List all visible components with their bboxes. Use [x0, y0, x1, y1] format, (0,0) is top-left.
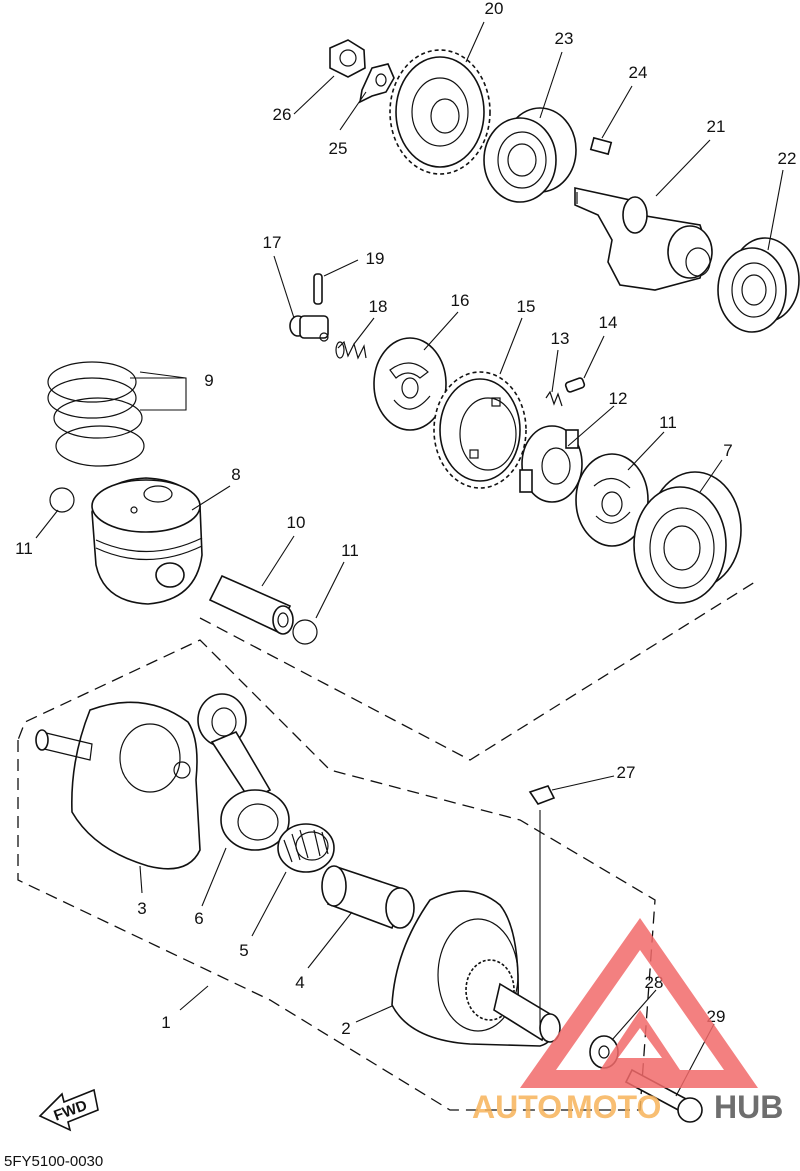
watermark-auto: AUTO: [472, 1089, 562, 1125]
automotohub-watermark: AUTO MOTO HUB: [472, 918, 783, 1125]
part-26-lock-washer: [358, 63, 395, 104]
part-16-balancer-gear: [433, 371, 527, 489]
callout-21: 20: [485, 0, 504, 18]
part-6-connecting-rod: [197, 693, 290, 851]
callout-16: 15: [517, 297, 536, 316]
callout-27: 26: [273, 105, 292, 124]
fwd-arrow-icon: FWD: [38, 1088, 99, 1132]
callout-14: 13: [551, 329, 570, 348]
assembly-boundary-crankshaft: [17, 639, 656, 1111]
part-8-piston: [91, 477, 203, 605]
part-28-woodruff-key: [528, 785, 556, 805]
part-20-pin: [313, 273, 323, 305]
part-18-pin-holder: [289, 315, 329, 342]
part-19-spring: [335, 340, 367, 360]
part-5-needle-bearing: [277, 823, 335, 873]
callout-8: 8: [231, 465, 240, 484]
callout-10: 10: [287, 513, 306, 532]
watermark-moto: MOTO: [566, 1089, 661, 1125]
part-11-clip-right: [292, 619, 318, 645]
part-4-crank-pin: [321, 865, 415, 930]
part-7-bearing: [633, 471, 742, 604]
callout-7: 7: [723, 441, 732, 460]
part-22-balancer-shaft: [574, 187, 713, 291]
part-25-key: [589, 136, 613, 156]
assembly-boundary-balancer: [199, 581, 756, 761]
part-10-piston-pin: [208, 574, 294, 635]
part-23-bearing: [717, 237, 800, 333]
callout-4: 4: [295, 973, 304, 992]
callout-11-left: 11: [15, 539, 33, 558]
callout-22: 21: [707, 117, 726, 136]
watermark-hub: HUB: [714, 1089, 783, 1125]
callout-5: 5: [239, 941, 248, 960]
watermark-triangle-icon: [520, 918, 758, 1088]
leader-lines: [35, 21, 784, 1097]
callout-19: 18: [369, 297, 388, 316]
callout-17: 16: [451, 291, 470, 310]
callout-24: 23: [555, 29, 574, 48]
callout-11-right: 11: [341, 541, 359, 560]
callout-1: 1: [161, 1013, 170, 1032]
diagram-code: 5FY5100-0030: [4, 1153, 103, 1170]
callout-29: 28: [645, 973, 664, 992]
part-14-spring: [545, 390, 563, 407]
callout-2: 2: [341, 1019, 350, 1038]
part-24-bearing: [483, 107, 577, 203]
callout-13: 12: [609, 389, 628, 408]
callout-18: 17: [263, 233, 282, 252]
part-13-hub: [519, 425, 583, 503]
callout-6: 6: [194, 909, 203, 928]
callout-12: 11: [659, 413, 677, 432]
part-3-crank-left: [35, 701, 201, 870]
part-27-nut: [329, 39, 366, 78]
callout-9: 9: [204, 371, 213, 390]
part-17-plate: [373, 337, 447, 431]
part-9-piston-rings: [47, 361, 145, 467]
callout-28: 27: [617, 763, 636, 782]
callout-3: 3: [137, 899, 146, 918]
callout-25: 24: [629, 63, 648, 82]
callout-labels: 20 23 24 21 22 26 25 17 19 18 16 15 13 1…: [15, 0, 796, 1038]
part-12-plate: [575, 453, 649, 547]
callout-23: 22: [778, 149, 797, 168]
part-15-pin: [564, 377, 586, 393]
callout-20: 19: [366, 249, 385, 268]
part-21-drive-gear: [389, 49, 491, 175]
callout-15: 14: [599, 313, 618, 332]
part-11-clip-left: [49, 487, 75, 513]
part-2-crank-right: [391, 890, 561, 1047]
callout-26: 25: [329, 139, 348, 158]
